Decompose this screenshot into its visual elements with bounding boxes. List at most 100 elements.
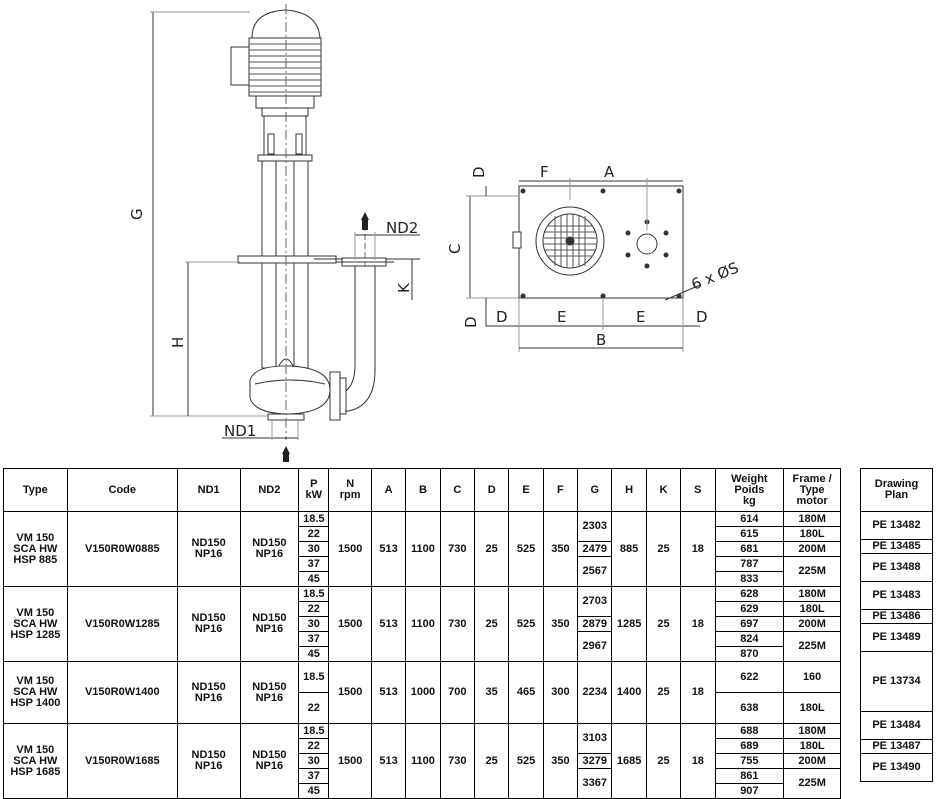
cell-n: 1500 xyxy=(328,661,372,724)
cell-k: 25 xyxy=(645,511,682,587)
dim-label-nd2: ND2 xyxy=(386,219,418,237)
cell-drawing-plan: PE 13487 xyxy=(860,739,933,754)
cell-type-line: HSP 1285 xyxy=(10,628,61,641)
cell-g: 2303 xyxy=(577,511,613,542)
dim-label-holes: 6 x ØS xyxy=(689,259,741,294)
row-spacer xyxy=(933,768,934,782)
dim-label-d-top: D xyxy=(470,166,488,178)
cell-d: 25 xyxy=(473,511,510,587)
cell-nd1-line: ND150 xyxy=(191,680,226,693)
plan-row: PE 13483 xyxy=(860,581,934,610)
plan-row: PE 13484 xyxy=(860,711,934,740)
cell-p: 30 xyxy=(298,616,330,632)
cell-f: 350 xyxy=(542,586,579,662)
cell-b: 1100 xyxy=(405,511,441,587)
cell-drawing-plan: PE 13488 xyxy=(860,553,933,582)
pump-elevation-drawing xyxy=(230,4,420,440)
cell-drawing-plan: PE 13486 xyxy=(860,609,933,624)
row-spacer xyxy=(933,652,934,682)
cell-c: 730 xyxy=(439,511,475,587)
row-spacer xyxy=(933,582,934,596)
cell-weight: 615 xyxy=(714,526,785,542)
cell-code: V150R0W1285 xyxy=(66,586,178,662)
col-header-k: K xyxy=(645,468,682,512)
cell-nd1-line: NP16 xyxy=(194,623,223,635)
cell-frame: 160 xyxy=(783,661,841,693)
col-header-b: B xyxy=(405,468,441,512)
cell-a: 513 xyxy=(370,661,407,724)
cell-g: 2234 xyxy=(577,661,613,724)
dim-label-d-right: D xyxy=(696,308,708,326)
cell-f: 350 xyxy=(542,723,579,799)
cell-nd1-line: NP16 xyxy=(194,548,223,560)
cell-f: 350 xyxy=(542,511,579,587)
plan-row: PE 13486 xyxy=(860,609,934,624)
cell-p: 45 xyxy=(298,783,330,799)
cell-frame: 180L xyxy=(783,601,841,617)
plan-row: PE 13482 xyxy=(860,511,934,540)
cell-p: 18.5 xyxy=(298,723,330,739)
cell-type-line: SCA HW xyxy=(13,686,58,698)
col-header-s: S xyxy=(680,468,716,512)
cell-g: 2967 xyxy=(577,631,613,662)
col-header-code: Code xyxy=(66,468,178,512)
cell-h: 1685 xyxy=(611,723,647,799)
cell-frame: 225M xyxy=(783,768,841,799)
dim-label-k: K xyxy=(395,282,413,293)
cell-p: 22 xyxy=(298,692,330,724)
cell-frame: 180L xyxy=(783,526,841,542)
cell-drawing-plan: PE 13734 xyxy=(860,651,933,712)
cell-frame: 180L xyxy=(783,692,841,724)
cell-weight: 614 xyxy=(714,511,785,527)
cell-a: 513 xyxy=(370,723,407,799)
cell-g: 3367 xyxy=(577,768,613,799)
cell-p: 18.5 xyxy=(298,511,330,527)
cell-frame: 180M xyxy=(783,511,841,527)
cell-frame: 225M xyxy=(783,631,841,662)
cell-weight: 907 xyxy=(714,783,785,799)
dim-label-d-side: D xyxy=(462,316,480,328)
row-spacer xyxy=(933,726,934,740)
row-spacer xyxy=(933,682,934,712)
dim-label-e-right: E xyxy=(636,308,645,326)
col-header-a: A xyxy=(370,468,407,512)
cell-nd1-line: ND150 xyxy=(191,612,226,624)
cell-p: 18.5 xyxy=(298,661,330,693)
cell-weight: 755 xyxy=(714,753,785,769)
cell-frame: 200M xyxy=(783,541,841,557)
plan-row: PE 13487 xyxy=(860,739,934,754)
cell-type-line: VM 150 xyxy=(16,675,55,687)
cell-b: 1000 xyxy=(405,661,441,724)
row-spacer xyxy=(933,712,934,726)
cell-d: 25 xyxy=(473,586,510,662)
cell-weight: 622 xyxy=(714,661,785,693)
plan-row: PE 13489 xyxy=(860,623,934,652)
row-spacer xyxy=(933,638,934,652)
cell-weight: 688 xyxy=(714,723,785,739)
cell-type-line: VM 150 xyxy=(16,531,55,544)
cell-s: 18 xyxy=(680,511,716,587)
cell-b: 1100 xyxy=(405,586,441,662)
dim-label-d-left: D xyxy=(496,308,508,326)
row-spacer xyxy=(933,754,934,768)
plan-row: PE 13488 xyxy=(860,553,934,582)
cell-nd2-line: NP16 xyxy=(255,691,284,704)
cell-p: 18.5 xyxy=(298,586,330,602)
cell-a: 513 xyxy=(370,511,407,587)
cell-code: V150R0W0885 xyxy=(66,511,178,587)
cell-e: 525 xyxy=(508,586,544,662)
cell-nd2-line: ND150 xyxy=(252,749,287,761)
col-header-c: C xyxy=(439,468,475,512)
cell-g: 2879 xyxy=(577,616,613,632)
cell-drawing-plan: PE 13489 xyxy=(860,623,933,652)
cell-code: V150R0W1400 xyxy=(66,661,178,724)
